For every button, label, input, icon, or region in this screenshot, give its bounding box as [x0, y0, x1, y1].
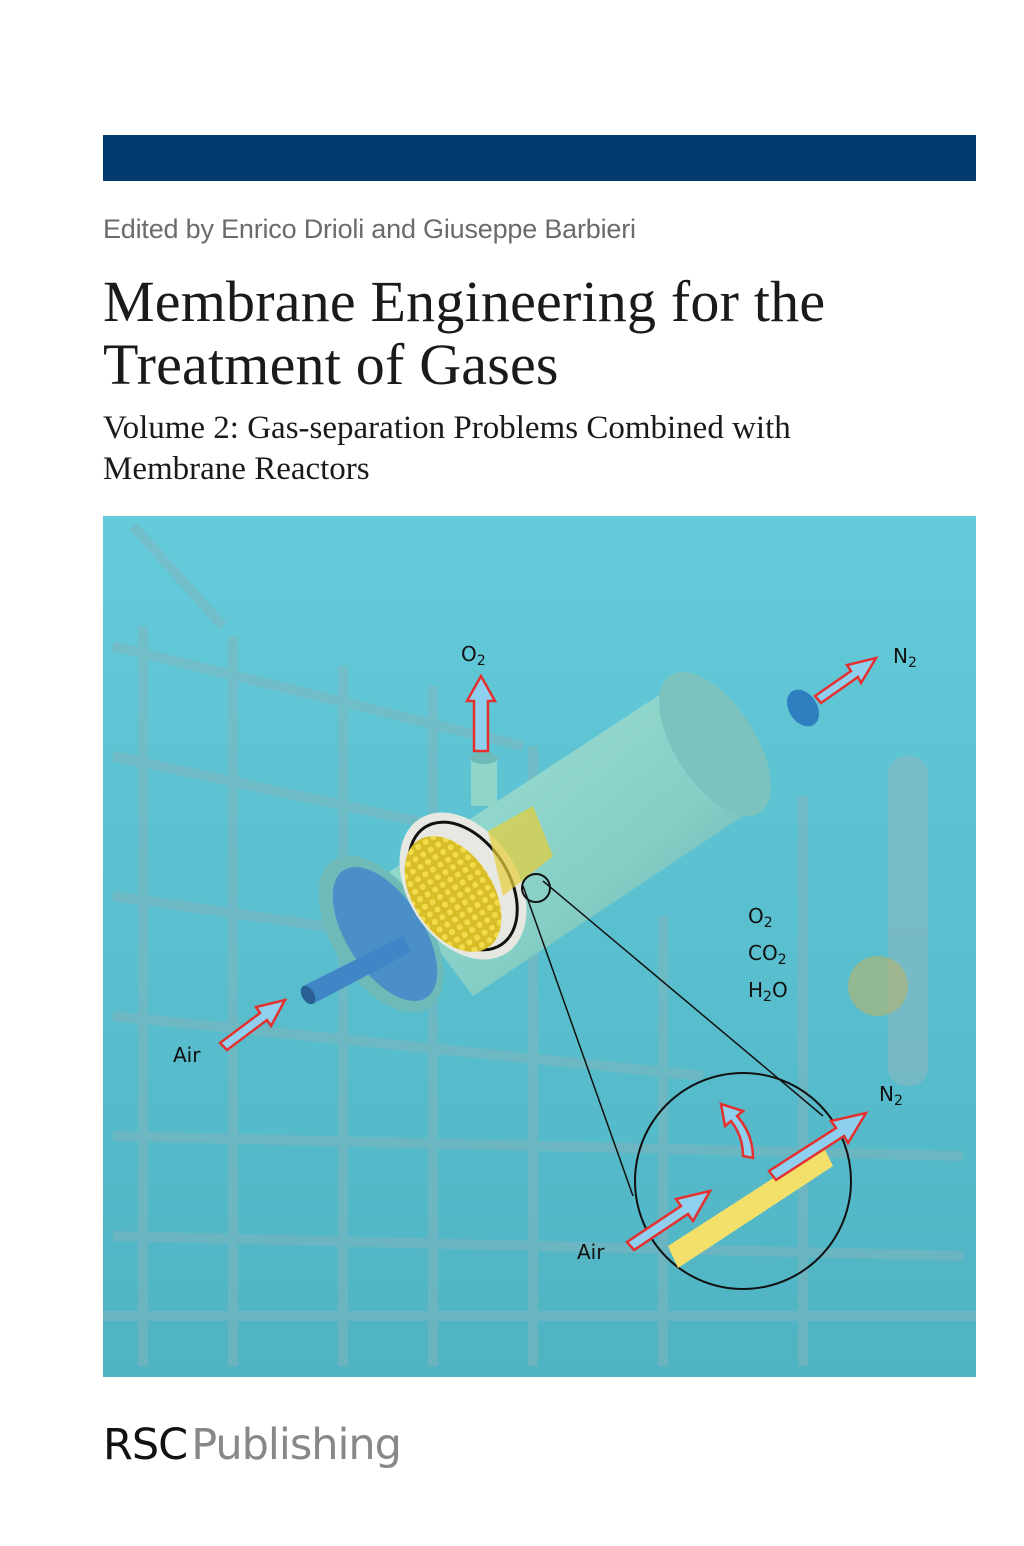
book-subtitle-line-2: Membrane Reactors: [103, 451, 370, 487]
editors-line: Edited by Enrico Drioli and Giuseppe Bar…: [103, 214, 636, 244]
book-title-line-1: Membrane Engineering for the: [103, 269, 826, 334]
label-gas-h2o: H2O: [748, 978, 788, 1005]
book-subtitle-line-1: Volume 2: Gas-separation Problems Combin…: [103, 410, 791, 446]
flow-arrows: [218, 656, 879, 1252]
label-n2-detail: N2: [879, 1082, 903, 1109]
book-title: Membrane Engineering for the Treatment o…: [103, 270, 825, 396]
o2-up-arrow: [464, 673, 498, 753]
n2-out-arrow: [813, 656, 879, 705]
label-gas-co2: CO2: [748, 941, 787, 968]
air-detail-arrow: [625, 1189, 713, 1252]
label-air-feed: Air: [173, 1043, 201, 1067]
publisher-name-rsc: RSC: [103, 1420, 188, 1470]
book-title-line-2: Treatment of Gases: [103, 332, 559, 397]
book-subtitle: Volume 2: Gas-separation Problems Combin…: [103, 408, 791, 490]
header-color-bar: [103, 135, 976, 181]
label-air-detail: Air: [577, 1240, 605, 1264]
n2-detail-arrow: [767, 1111, 869, 1182]
o2-permeate-detail-arrow: [719, 1102, 755, 1160]
label-n2-retentate: N2: [893, 644, 917, 671]
publisher-name-publishing: Publishing: [191, 1420, 402, 1470]
air-in-arrow: [218, 998, 288, 1052]
cover-illustration: O2 N2 O2 CO2 H2O Air Air N2: [103, 516, 976, 1377]
publisher-logo: RSCPublishing: [103, 1420, 402, 1470]
label-gas-o2: O2: [748, 904, 773, 931]
label-o2-permeate: O2: [461, 642, 486, 669]
membrane-module-illustration: [103, 516, 976, 1377]
plant-structure-background: [103, 522, 976, 1366]
membrane-module: [300, 671, 852, 1290]
label-gas-list: O2 CO2 H2O: [748, 901, 788, 1012]
